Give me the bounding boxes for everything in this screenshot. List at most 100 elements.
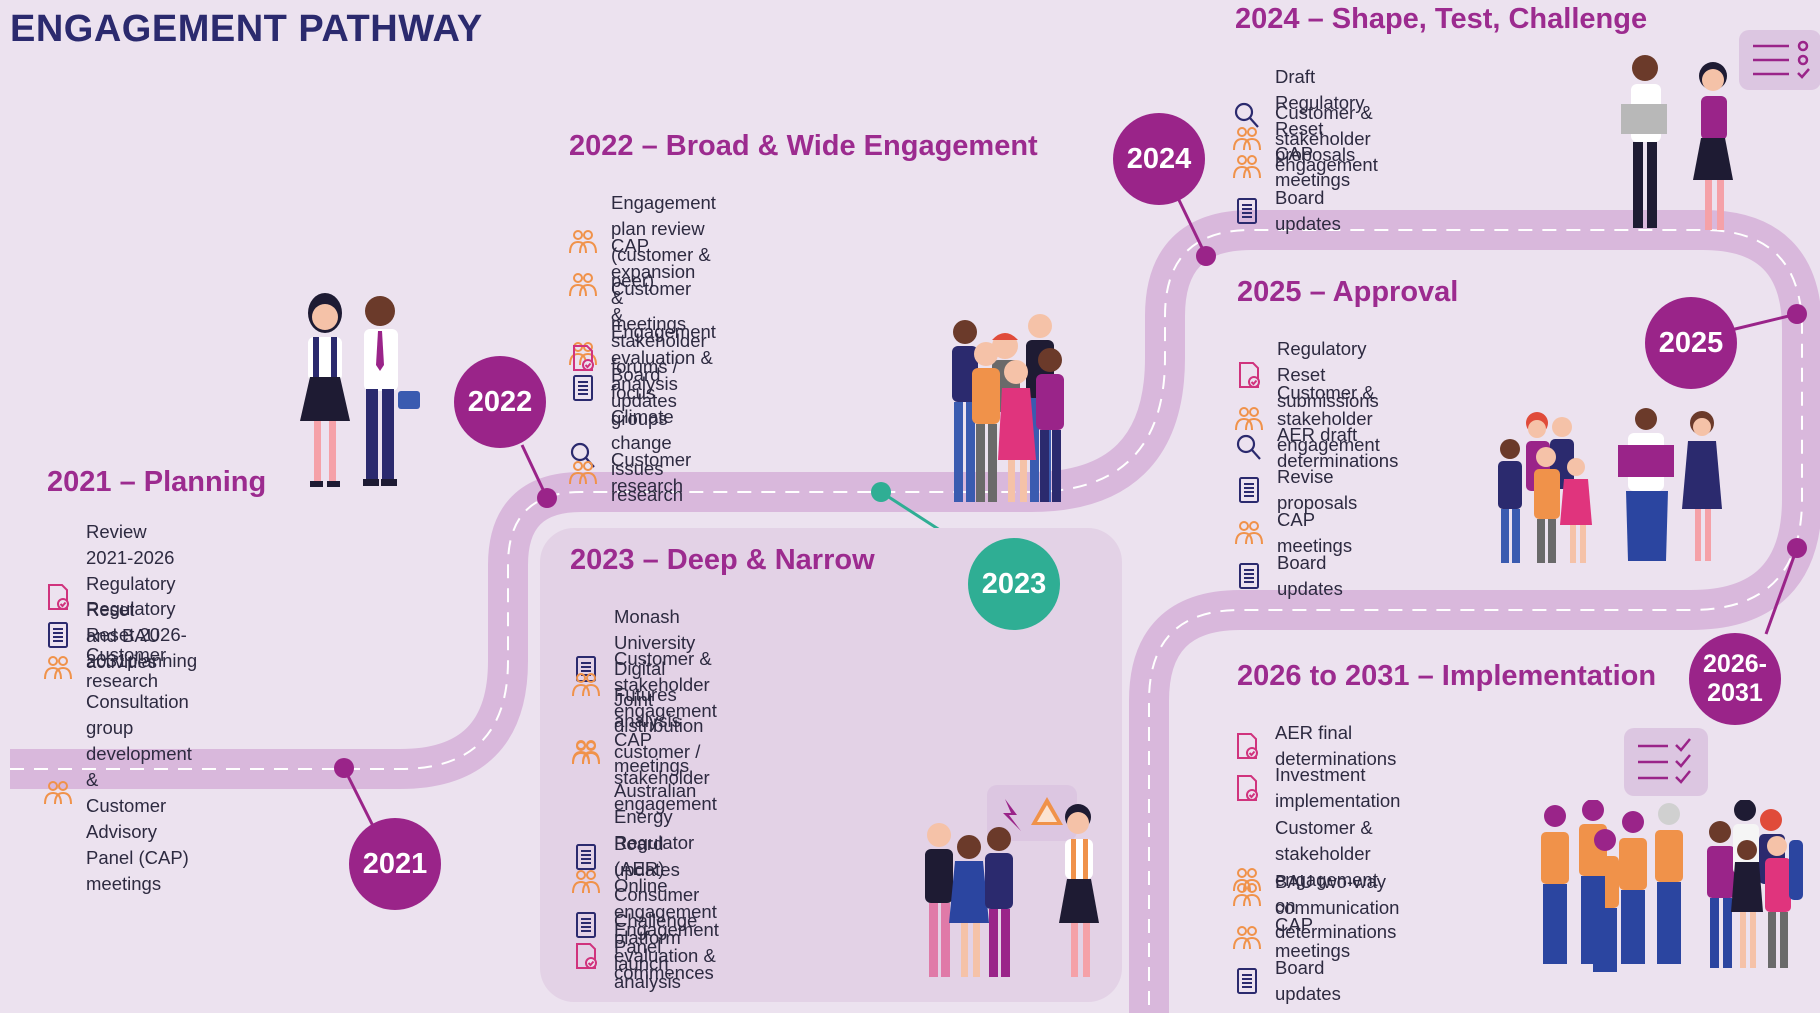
- list-item: AER final determinations: [1231, 720, 1396, 772]
- list-item: Customer research: [567, 447, 691, 499]
- list-item-text: Engagement plan review (customer & peer): [611, 192, 716, 291]
- year-badge-2025: 2025: [1645, 297, 1737, 389]
- document-icon: [42, 619, 74, 651]
- people-icon: [1233, 403, 1265, 435]
- milestone-dot-2023: [871, 482, 891, 502]
- list-item-text: Customer research: [86, 644, 167, 691]
- list-item: Customer & stakeholder engagement on det…: [1231, 815, 1396, 945]
- list-item-text: Online engagement platform launch: [614, 875, 717, 974]
- list-item-text: Monash University Digital Futures analys…: [614, 606, 696, 731]
- list-item: Customer & stakeholder engagement: [1231, 100, 1378, 178]
- list-item-text: Customer & stakeholder engagement: [1275, 102, 1378, 175]
- page-title: ENGAGEMENT PATHWAY: [10, 8, 483, 50]
- list-item-text: Customer research: [611, 449, 692, 496]
- people-group-2025: [1498, 408, 1722, 563]
- list-item: Climate change issues research: [567, 404, 683, 508]
- list-item-text: AER draft determinations: [1277, 424, 1399, 471]
- list-item: CAP expansion & meetings: [567, 233, 695, 337]
- document-check-icon: [42, 581, 74, 613]
- milestone-dot-2022: [537, 488, 557, 508]
- year-badge-2026-2031: 2026- 2031: [1689, 633, 1781, 725]
- document-check-icon: [567, 342, 599, 374]
- section-title-2025: 2025 – Approval: [1237, 276, 1459, 308]
- list-item-text: AER final determinations: [1275, 722, 1397, 769]
- people-icon: [1233, 517, 1265, 549]
- people-icon: [567, 457, 599, 489]
- people-icon: [570, 669, 602, 701]
- document-icon: [570, 909, 602, 941]
- people-icon: [1231, 879, 1263, 911]
- list-item: Board updates: [570, 831, 680, 883]
- list-item: Online engagement platform launch: [570, 873, 717, 977]
- people-icon: [567, 226, 599, 258]
- list-item-text: Engagement evaluation & analysis: [611, 321, 716, 394]
- people-icon: [570, 866, 602, 898]
- document-check-icon: [1231, 730, 1263, 762]
- person-man: [363, 296, 420, 486]
- list-item-text: BAU two-way communication: [1275, 871, 1400, 918]
- list-item: CAP meetings: [1233, 507, 1352, 559]
- people-group-2022: [952, 314, 1064, 502]
- people-icon: [42, 777, 74, 809]
- list-item: CAP meetings: [570, 727, 689, 779]
- list-item-text: Consultation group development & Custome…: [86, 691, 192, 894]
- list-item: Regulatory Reset submissions: [1233, 336, 1379, 414]
- list-item: Engagement evaluation & analysis: [567, 319, 716, 397]
- list-item-text: Australian Energy Regulator (AER) Consum…: [614, 780, 714, 983]
- list-item: Customer research: [42, 642, 166, 694]
- section-title-2023: 2023 – Deep & Narrow: [570, 544, 875, 576]
- document-icon: [1233, 474, 1265, 506]
- magnifier-icon: [1233, 432, 1265, 464]
- list-item-text: CAP expansion & meetings: [611, 235, 696, 334]
- list-item: BAU two-way communication: [1231, 869, 1399, 921]
- people-icon: [1231, 151, 1263, 183]
- document-check-icon: [570, 940, 602, 972]
- document-icon: [1233, 560, 1265, 592]
- road-band: [10, 210, 1820, 1013]
- document-check-icon: [1233, 359, 1265, 391]
- list-item-text: Customer & stakeholder engagement: [614, 648, 717, 721]
- milestone-dot-2025: [1787, 304, 1807, 324]
- list-item: Draft Regulatory Reset proposals: [1231, 64, 1364, 168]
- person-woman: [300, 293, 350, 487]
- list-item-text: CAP meetings: [1275, 143, 1351, 190]
- list-item-text: CAP meetings: [614, 729, 690, 776]
- list-item-text: Board updates: [1275, 957, 1341, 1004]
- milestone-dot-2021: [334, 758, 354, 778]
- list-item-text: Regulatory Reset submissions: [1277, 338, 1379, 411]
- list-item-text: CAP meetings: [1275, 914, 1351, 961]
- list-item: Customer & stakeholder engagement: [1233, 380, 1380, 458]
- section-title-2021: 2021 – Planning: [47, 466, 267, 498]
- people-icon: [567, 269, 599, 301]
- document-icon: [1231, 965, 1263, 997]
- people-icon: [1231, 922, 1263, 954]
- milestone-dot-2024: [1196, 246, 1216, 266]
- list-item: Engagement evaluation & analysis: [570, 917, 719, 995]
- list-item-text: Board updates: [611, 364, 677, 411]
- list-item-text: Review 2021-2026 Regulatory Reset and BA…: [86, 521, 176, 672]
- document-icon: [1231, 195, 1263, 227]
- list-item: Investment implementation: [1231, 762, 1400, 814]
- people-icon: [570, 737, 602, 769]
- list-item: Board updates: [1233, 550, 1343, 602]
- document-icon: [567, 372, 599, 404]
- list-item-text: Draft Regulatory Reset proposals: [1275, 66, 1365, 165]
- checklist-card-icon: [1739, 30, 1820, 90]
- people-illustration-2021: [300, 293, 420, 487]
- list-item: Customer & stakeholder forums / focus gr…: [567, 276, 707, 432]
- list-item: Consultation group development & Custome…: [42, 689, 192, 897]
- section-title-2026-2031: 2026 to 2031 – Implementation: [1237, 660, 1657, 692]
- document-check-icon: [1231, 772, 1263, 804]
- list-item: Customer & stakeholder engagement: [570, 646, 717, 724]
- list-item-text: Investment implementation: [1275, 764, 1401, 811]
- list-item: Board updates: [567, 362, 677, 414]
- list-item: Regulatory Reset 2026-2031planning: [42, 596, 197, 674]
- people-group-2023: [925, 804, 1099, 977]
- list-item: CAP meetings: [1231, 912, 1350, 964]
- list-item-text: Engagement evaluation & analysis: [614, 919, 719, 992]
- year-badge-2021: 2021: [349, 818, 441, 910]
- list-item-text: Board updates: [614, 833, 680, 880]
- year-badge-2024: 2024: [1113, 113, 1205, 205]
- list-item: Board updates: [1231, 185, 1341, 237]
